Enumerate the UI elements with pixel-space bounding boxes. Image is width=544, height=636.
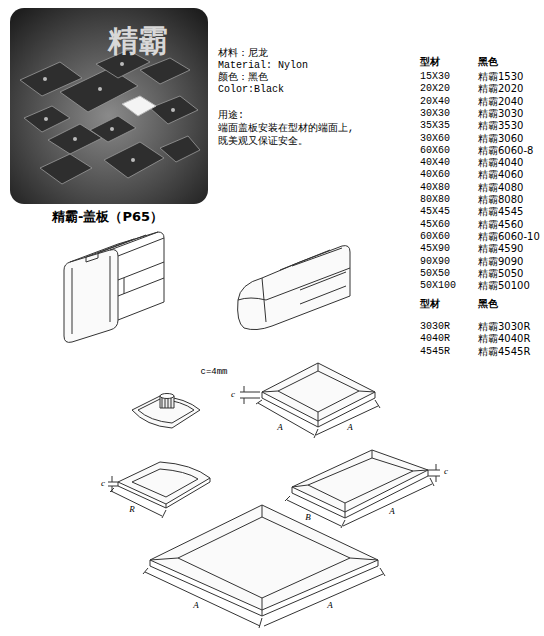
table-cell: 45X45: [420, 206, 450, 217]
table-cell: 20X20: [420, 83, 450, 94]
table-cell: 30X30: [420, 108, 450, 119]
table-cell: 精霸50100: [478, 280, 530, 291]
table-cell: 精霸9090: [478, 256, 523, 267]
dimension-label: A: [347, 423, 353, 433]
spec-text: 用途:: [218, 110, 244, 121]
table-cell: 精霸2020: [478, 83, 523, 94]
table-cell: 精霸4040: [478, 157, 523, 168]
table-cell: 精霸8080: [478, 194, 523, 205]
table-cell: 精霸3060: [478, 133, 523, 144]
table-cell: 35X35: [420, 120, 450, 131]
table-cell: 45X90: [420, 243, 450, 254]
table-cell: 精霸4560: [478, 219, 523, 230]
dimension-label: c: [231, 390, 235, 400]
dimension-label: c: [444, 467, 448, 477]
spec-text: Material: Nylon: [218, 60, 308, 71]
table-cell: 精霸4080: [478, 182, 523, 193]
dimension-label: A: [327, 601, 333, 611]
table-cell: 15X30: [420, 71, 450, 82]
table-cell: 精霸3030: [478, 108, 523, 119]
rounded-cap-profile: [238, 246, 350, 330]
table-cell: 精霸4545R: [478, 346, 530, 357]
table-cell: 60X60: [420, 231, 450, 242]
table-cell: 黑色: [478, 298, 498, 309]
rectangular-cap: [285, 450, 440, 528]
dimension-label: B: [305, 513, 311, 523]
spec-text: Color:Black: [218, 84, 284, 95]
dimension-label: R: [129, 505, 135, 515]
table-cell: 40X80: [420, 182, 450, 193]
dimension-label: c=4mm: [200, 368, 227, 378]
dimension-label: A: [193, 601, 199, 611]
table-cell: 精霸2040: [478, 96, 523, 107]
table-cell: 精霸6060-8: [478, 145, 533, 156]
table-cell: 40X40: [420, 157, 450, 168]
table-cell: 精霸4060: [478, 169, 523, 180]
spec-text: 端面盖板安装在型材的端面上,: [218, 123, 354, 134]
spec-text: 材料：尼龙: [218, 48, 268, 59]
table-cell: 精霸6060-10: [478, 231, 540, 242]
table-cell: 4040R: [420, 333, 450, 344]
watermark: 精霸: [108, 24, 168, 57]
product-photo: [10, 8, 208, 204]
table-cell: 30X60: [420, 133, 450, 144]
dimension-label: A: [389, 507, 395, 517]
table-cell: 4545R: [420, 346, 450, 357]
table-cell: 80X80: [420, 194, 450, 205]
dimension-label: A: [277, 423, 283, 433]
radius-cap: [108, 462, 210, 518]
spec-text: 颜色：黑色: [218, 72, 268, 83]
large-square-cap: [143, 505, 385, 628]
table-cell: 精霸4040R: [478, 333, 530, 344]
table-cell: 型材: [420, 56, 440, 67]
square-cap: [240, 363, 380, 438]
table-cell: 精霸3030R: [478, 321, 530, 332]
table-cell: 黑色: [478, 56, 498, 67]
table-cell: 50X50: [420, 268, 450, 279]
table-cell: 60X60: [420, 145, 450, 156]
table-cell: 3030R: [420, 321, 450, 332]
cap-with-clip: [132, 394, 200, 429]
table-cell: 90X90: [420, 256, 450, 267]
table-cell: 45X60: [420, 219, 450, 230]
table-cell: 型材: [420, 298, 440, 309]
table-cell: 精霸4590: [478, 243, 523, 254]
table-cell: 精霸4545: [478, 206, 523, 217]
dimension-label: c: [101, 479, 105, 489]
table-cell: 40X60: [420, 169, 450, 180]
table-cell: 精霸3530: [478, 120, 523, 131]
line-drawings: [64, 232, 440, 628]
table-cell: 20X40: [420, 96, 450, 107]
profile-with-cap: [64, 232, 164, 342]
table-cell: 50X100: [420, 280, 456, 291]
spec-text: 既美观又保证安全。: [218, 136, 308, 147]
table-cell: 精霸1530: [478, 71, 523, 82]
caption: 精霸-盖板（P65）: [52, 208, 163, 226]
table-cell: 精霸5050: [478, 268, 523, 279]
